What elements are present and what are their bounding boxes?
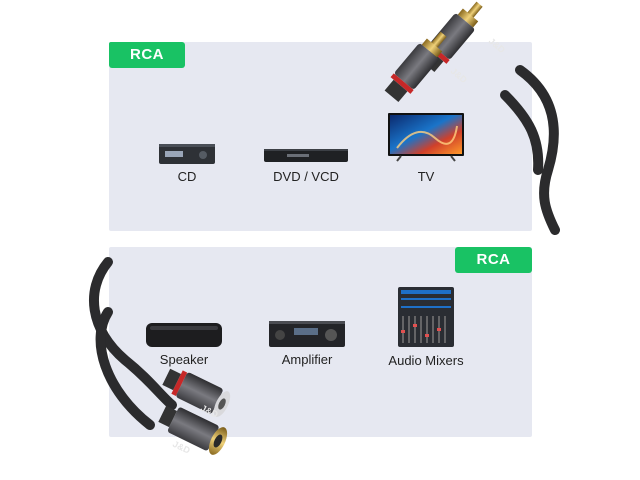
audio-mixer-icon — [398, 287, 454, 347]
device-label-dvd: DVD / VCD — [273, 169, 339, 184]
tv-icon — [388, 113, 464, 162]
device-tv: TV — [387, 112, 465, 184]
jack-2-brand: J&D — [171, 439, 192, 456]
cd-player-icon — [159, 144, 215, 164]
rca-badge-top: RCA — [109, 42, 185, 68]
device-cd: CD — [157, 142, 217, 184]
device-label-cd: CD — [177, 169, 197, 184]
speaker-icon — [146, 323, 222, 347]
device-dvd: DVD / VCD — [263, 142, 349, 184]
device-label-audio-mixers: Audio Mixers — [388, 353, 464, 368]
device-label-amplifier: Amplifier — [281, 352, 333, 367]
device-amplifier: Amplifier — [268, 319, 346, 371]
device-label-speaker: Speaker — [159, 352, 209, 367]
amplifier-icon — [269, 321, 345, 347]
top-device-panel — [109, 42, 532, 231]
device-speaker: Speaker — [144, 321, 224, 371]
dvd-player-icon — [264, 149, 348, 162]
rca-badge-bottom: RCA — [455, 247, 532, 273]
device-audio-mixer: Audio Mixers — [388, 286, 464, 371]
device-label-tv: TV — [417, 169, 435, 184]
